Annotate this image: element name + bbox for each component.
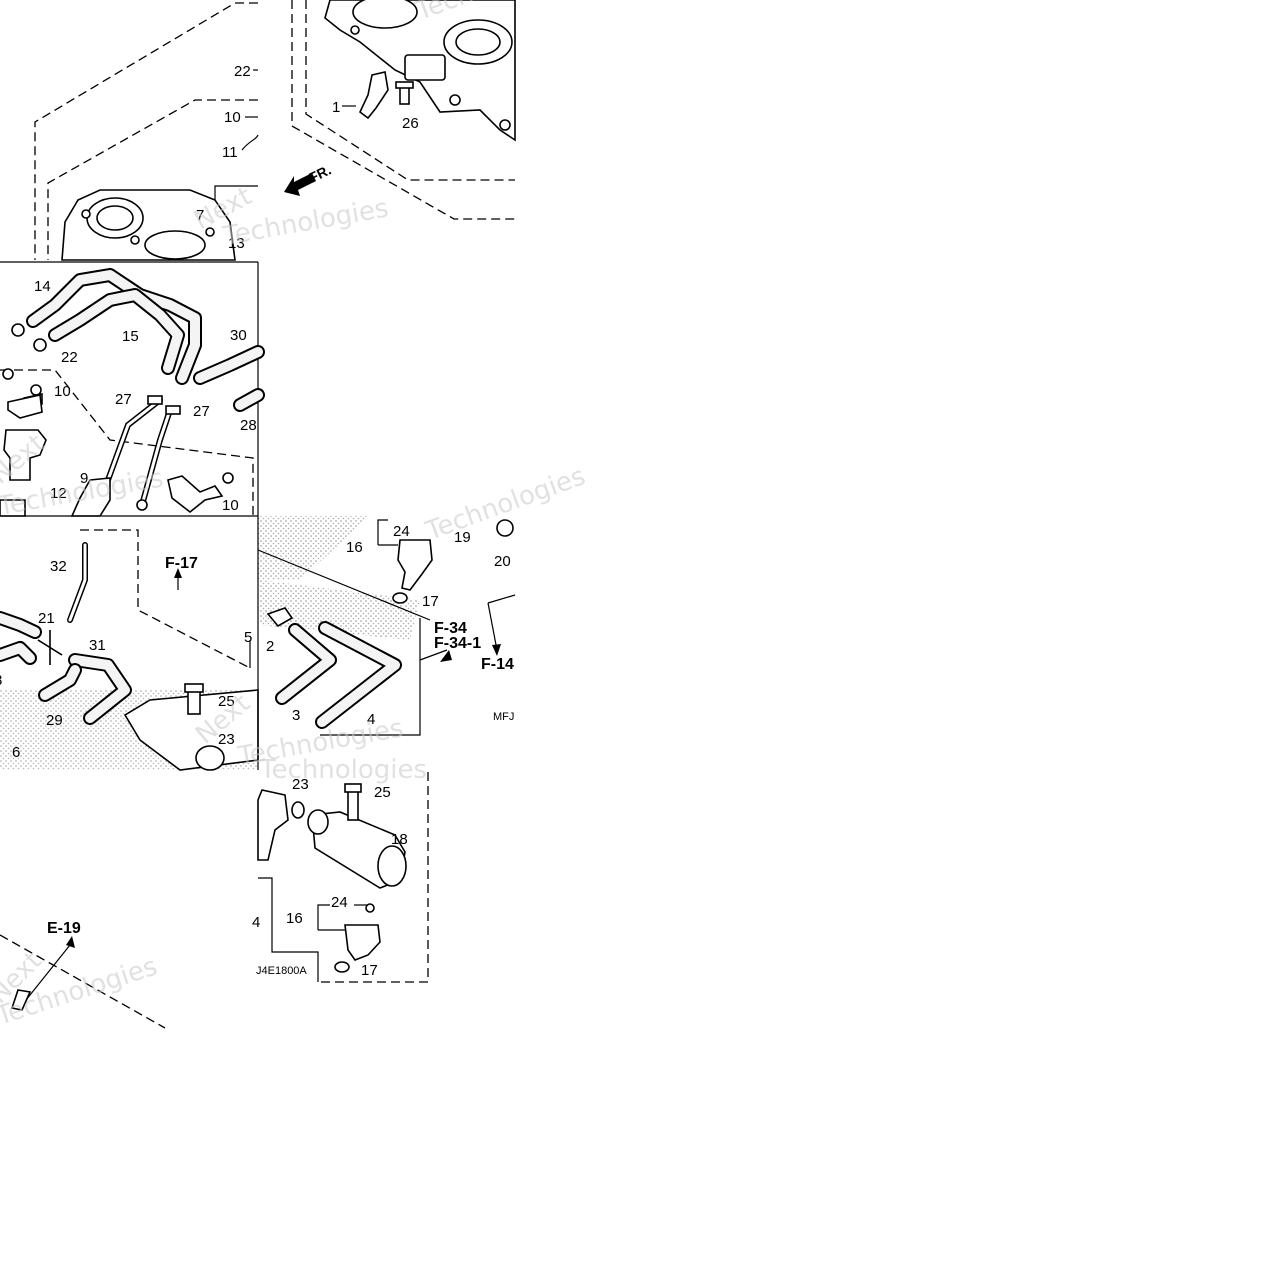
callout-number: 2 (266, 638, 274, 655)
callout-number: 14 (34, 278, 51, 295)
callout-number: 25 (218, 693, 235, 710)
callout-number: 27 (193, 403, 210, 420)
callout-number: 27 (115, 391, 132, 408)
callout-number: 1 (332, 99, 340, 116)
callout-number: 8 (0, 672, 2, 689)
panel-middle-left (0, 261, 265, 517)
reference-codes: F-17F-34F-34-1F-14E-19 (47, 555, 514, 937)
callout-number: 17 (422, 593, 439, 610)
panel-lower-center (257, 516, 516, 770)
callout-number: 13 (228, 235, 245, 252)
diagram-code: MFJ (493, 711, 514, 723)
throttle-body-upper (324, 0, 516, 142)
reference-code: F-34-1 (434, 635, 481, 652)
panel-bottom-center (257, 772, 429, 983)
diagram-code: J4E1800A (256, 965, 307, 977)
callout-number: 24 (393, 523, 410, 540)
callout-number: 26 (402, 115, 419, 132)
reference-code: E-19 (47, 920, 81, 937)
callout-number: 21 (38, 610, 55, 627)
callout-number: 11 (222, 144, 238, 161)
callout-number: 28 (240, 417, 257, 434)
callout-number: 24 (331, 894, 348, 911)
callout-number: 30 (230, 327, 247, 344)
reference-code: F-14 (481, 656, 514, 673)
callout-number: 15 (122, 328, 139, 345)
callout-number: 9 (80, 470, 88, 487)
panel-lower-left (0, 515, 259, 771)
callout-number: 31 (89, 637, 106, 654)
callout-number: 4 (367, 711, 375, 728)
callout-number: 17 (361, 962, 378, 979)
panel-top-center (284, 0, 516, 220)
callout-number: 19 (454, 529, 471, 546)
callout-number: 22 (61, 349, 78, 366)
panel-top-left (34, 2, 259, 261)
watermark-text: Technologies (259, 755, 427, 785)
callout-number: 32 (50, 558, 67, 575)
callout-number: 22 (234, 63, 251, 80)
callout-number: 20 (494, 553, 511, 570)
reference-code: F-17 (165, 555, 198, 572)
callout-number: 4 (252, 914, 260, 931)
callout-number: 18 (391, 831, 408, 848)
callout-number: 25 (374, 784, 391, 801)
callout-number: 16 (286, 910, 303, 927)
callout-number: 16 (346, 539, 363, 556)
callout-number: 23 (292, 776, 309, 793)
callout-number: 6 (12, 744, 20, 761)
callout-number: 29 (46, 712, 63, 729)
throttle-body-lower (61, 189, 236, 261)
callout-number: 10 (54, 383, 71, 400)
callout-number: 23 (218, 731, 235, 748)
callout-number: 12 (50, 485, 67, 502)
callout-number: 10 (222, 497, 239, 514)
reference-code: F-34 (434, 620, 467, 637)
front-direction-arrow-icon (284, 173, 316, 196)
callout-number: 7 (196, 207, 204, 224)
callout-number: 3 (292, 707, 300, 724)
callout-number: 10 (224, 109, 241, 126)
panel-bottom-left (0, 934, 166, 1029)
callout-number: 5 (244, 629, 252, 646)
